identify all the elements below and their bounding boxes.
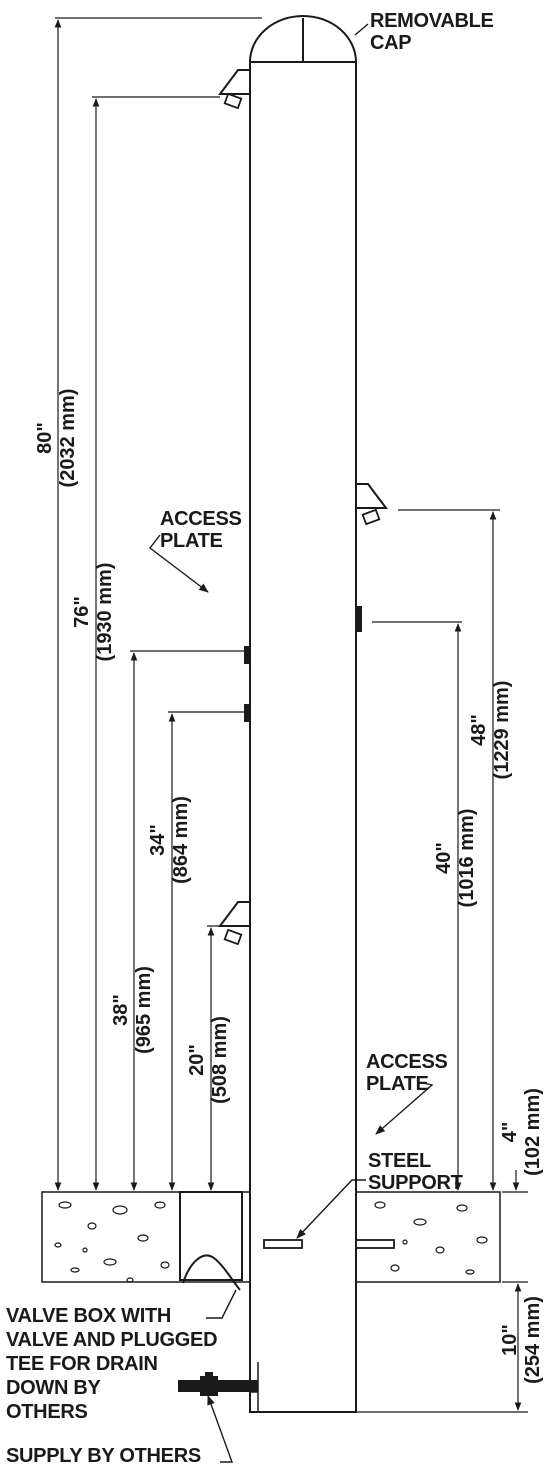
dim-10-mm: (254 mm) [522, 1296, 544, 1384]
dim-label-4: 4" (102 mm) [499, 1088, 544, 1176]
access-plate-upper-text-line1: ACCESS [160, 508, 242, 530]
steel-support-text-line2: SUPPORT [368, 1172, 463, 1194]
dim-label-34: 34" (864 mm) [147, 796, 192, 884]
dim-48-mm: (1229 mm) [491, 681, 513, 780]
extension-lines [55, 17, 528, 1413]
dim-40-mm: (1016 mm) [456, 809, 478, 908]
dim-80-in: 80" [34, 422, 56, 454]
dim-label-40: 40" (1016 mm) [433, 809, 478, 908]
dim-4-mm: (102 mm) [522, 1088, 544, 1176]
dim-34-mm: (864 mm) [170, 796, 192, 884]
dim-4-in: 4" [499, 1122, 521, 1143]
shower-post [248, 15, 358, 1413]
removable-cap-label: REMOVABLE CAP [370, 10, 494, 54]
dim-label-20: 20" (508 mm) [186, 1016, 231, 1104]
dim-label-48: 48" (1229 mm) [468, 681, 513, 780]
steel-support-text-line1: STEEL [368, 1150, 431, 1172]
dim-76-mm: (1930 mm) [94, 563, 116, 662]
valve-box-text-line1: VALVE BOX WITH [6, 1305, 171, 1327]
dim-48-in: 48" [468, 714, 490, 746]
leader-lines [149, 23, 434, 1463]
dim-label-80: 80" (2032 mm) [34, 389, 79, 488]
lower-shower-head [218, 901, 251, 946]
valve-box-text-line2: VALVE AND PLUGGED [6, 1329, 217, 1351]
concrete-aggregate [54, 1201, 488, 1283]
access-plate-lower-text-line2: PLATE [366, 1073, 429, 1095]
supply-pipe [178, 1372, 258, 1396]
access-plate-lower-text-line1: ACCESS [366, 1051, 448, 1073]
valve-box-label: VALVE BOX WITH VALVE AND PLUGGED TEE FOR… [6, 1305, 218, 1423]
supply-label: SUPPLY BY OTHERS [6, 1445, 201, 1467]
valve-box [179, 1191, 243, 1291]
valve-box-text-line4: DOWN BY [6, 1377, 102, 1399]
dim-20-mm: (508 mm) [209, 1016, 231, 1104]
valve-box-text-line3: TEE FOR DRAIN [6, 1353, 158, 1375]
removable-cap-text-line1: REMOVABLE [370, 10, 494, 32]
upper-shower-head [218, 69, 251, 110]
push-buttons [244, 606, 362, 722]
dim-34-in: 34" [147, 824, 169, 856]
dim-label-10: 10" (254 mm) [499, 1296, 544, 1384]
removable-cap-text-line2: CAP [370, 32, 411, 54]
right-shower-head [355, 483, 388, 526]
supply-text: SUPPLY BY OTHERS [6, 1445, 201, 1467]
dim-38-in: 38" [110, 994, 132, 1026]
steel-support-label: STEEL SUPPORT [368, 1150, 463, 1194]
access-plate-upper-text-line2: PLATE [160, 530, 223, 552]
access-plate-upper-label: ACCESS PLATE [160, 508, 242, 552]
dim-40-in: 40" [433, 842, 455, 874]
dim-label-38: 38" (965 mm) [110, 966, 155, 1054]
dim-80-mm: (2032 mm) [57, 389, 79, 488]
access-plate-lower-label: ACCESS PLATE [366, 1051, 448, 1095]
dim-38-mm: (965 mm) [133, 966, 155, 1054]
steel-support [263, 1239, 395, 1249]
dim-20-in: 20" [186, 1044, 208, 1076]
valve-box-text-line5: OTHERS [6, 1401, 88, 1423]
dimension-lines [54, 19, 522, 1411]
dim-label-76: 76" (1930 mm) [71, 563, 116, 662]
dim-76-in: 76" [71, 596, 93, 628]
dim-10-in: 10" [499, 1324, 521, 1356]
